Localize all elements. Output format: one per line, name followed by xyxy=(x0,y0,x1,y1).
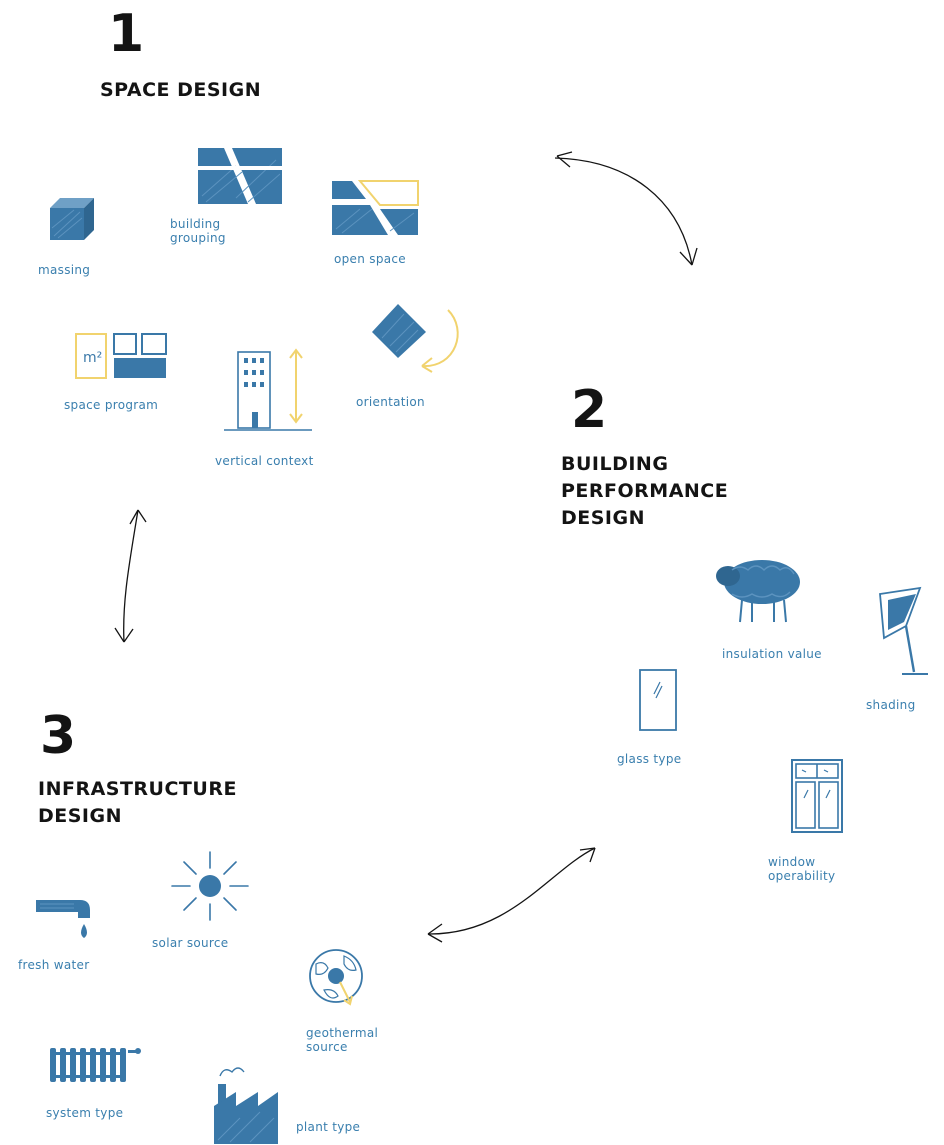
shading-icon xyxy=(879,586,928,675)
window-operability-label-line-2: operability xyxy=(768,869,836,883)
building-grouping-label-line-2: grouping xyxy=(170,231,226,245)
section-2-title-line-1: BUILDING xyxy=(561,453,669,475)
section-3-title-line-1: INFRASTRUCTURE xyxy=(38,778,237,800)
glass-type-label: glass type xyxy=(617,752,682,766)
orientation-icon xyxy=(372,304,459,373)
building-grouping-label: building grouping xyxy=(170,217,226,245)
section-3-title: INFRASTRUCTURE DESIGN xyxy=(38,776,237,830)
open-space-label: open space xyxy=(334,252,406,266)
vertical-context-icon xyxy=(224,348,312,431)
open-space-icon xyxy=(332,180,419,235)
vertical-context-label: vertical context xyxy=(215,454,314,468)
building-grouping-icon xyxy=(198,148,282,204)
insulation-value-label: insulation value xyxy=(722,647,822,661)
globe-icon xyxy=(309,949,363,1006)
geothermal-source-label: geothermal source xyxy=(306,1026,378,1054)
space-program-icon: m² xyxy=(75,333,167,379)
factory-icon xyxy=(214,1067,278,1144)
section-3-title-line-2: DESIGN xyxy=(38,805,123,827)
window-operability-label: window operability xyxy=(768,855,835,883)
solar-source-label: solar source xyxy=(152,936,229,950)
sun-icon xyxy=(171,851,249,921)
geothermal-source-label-line-1: geothermal xyxy=(306,1026,379,1040)
cube-icon xyxy=(50,198,94,240)
section-1-title: SPACE DESIGN xyxy=(100,79,262,101)
space-program-label: space program xyxy=(64,398,159,412)
window-icon xyxy=(791,759,843,833)
radiator-icon xyxy=(50,1048,141,1082)
faucet-icon xyxy=(36,900,90,938)
section-2-title-line-2: PERFORMANCE xyxy=(561,480,729,502)
section-1-number: 1 xyxy=(108,4,144,64)
fresh-water-label: fresh water xyxy=(18,958,90,972)
sheep-icon xyxy=(716,560,800,623)
svg-text:m²: m² xyxy=(83,350,102,366)
section-3-number: 3 xyxy=(40,706,76,766)
building-grouping-label-line-1: building xyxy=(170,217,221,231)
shading-label: shading xyxy=(866,698,916,712)
glass-pane-icon xyxy=(639,669,677,731)
window-operability-label-line-1: window xyxy=(768,855,816,869)
system-type-label: system type xyxy=(46,1106,124,1120)
massing-label: massing xyxy=(38,263,91,277)
plant-type-label: plant type xyxy=(296,1120,361,1134)
section-2-title-line-3: DESIGN xyxy=(561,507,646,529)
orientation-label: orientation xyxy=(356,395,425,409)
section-2-number: 2 xyxy=(571,380,607,440)
geothermal-source-label-line-2: source xyxy=(306,1040,348,1054)
section-2-title: BUILDING PERFORMANCE DESIGN xyxy=(561,451,728,532)
arrow-space-to-infrastructure xyxy=(114,509,147,643)
arrow-space-to-performance xyxy=(554,151,698,266)
arrow-performance-to-infrastructure xyxy=(427,847,596,943)
